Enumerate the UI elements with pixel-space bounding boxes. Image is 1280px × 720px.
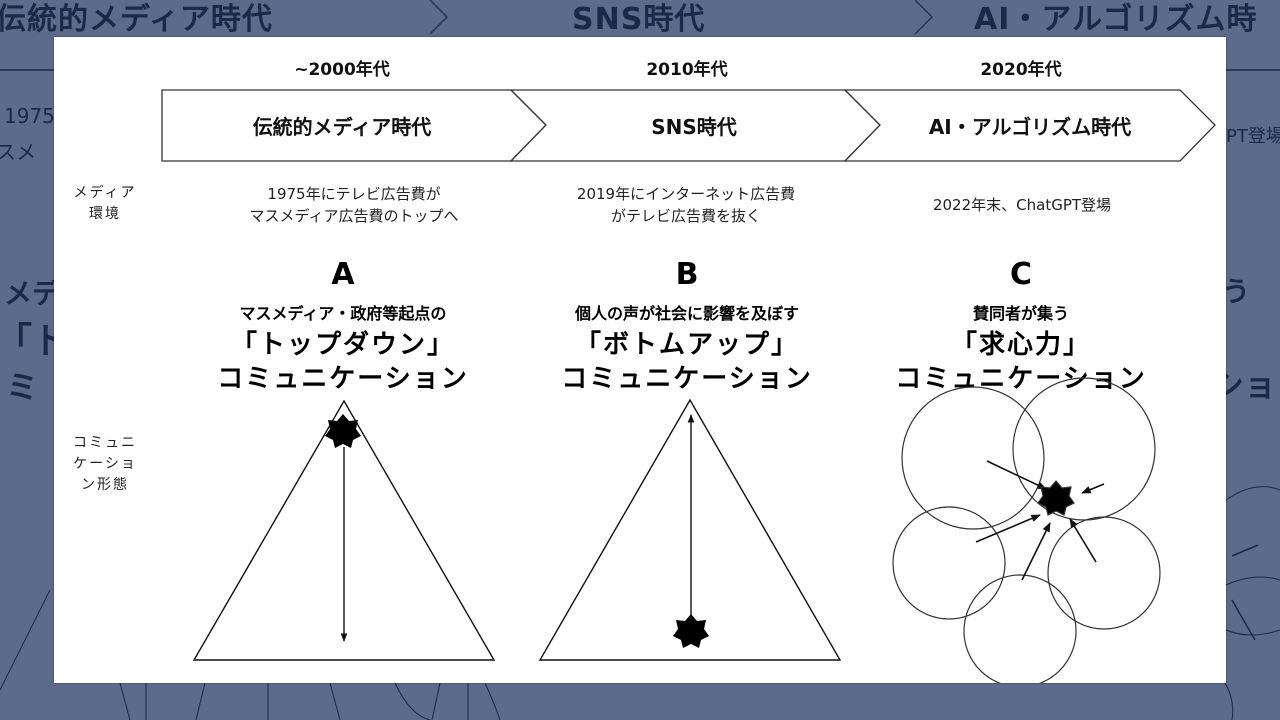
slide: ~2000年代 2010年代 2020年代 伝統的メディア時代 SNS時代 AI… — [54, 37, 1226, 683]
era-label-sns: SNS時代 — [651, 114, 737, 139]
star-icon — [673, 614, 709, 648]
row-label-line: ケーショ — [73, 456, 137, 472]
bg-fragment: う — [1222, 275, 1251, 308]
era-year-2020s: 2020年代 — [980, 60, 1062, 80]
bg-fragment: ミ — [6, 368, 39, 406]
bg-title-traditional: 伝統的メディア時代 — [0, 2, 273, 37]
bg-fragment: スメ — [0, 140, 36, 164]
row-label-comm-form: コミュニ ケーショ ン形態 — [60, 433, 150, 496]
env-line: 1975年にテレビ広告費が — [267, 185, 441, 203]
bg-fragment: PT登場 — [1226, 126, 1280, 147]
env-text-sns: 2019年にインターネット広告費 がテレビ広告費を抜く — [536, 183, 836, 227]
era-label-traditional-media: 伝統的メディア時代 — [252, 114, 432, 139]
type-a-letter: A — [331, 257, 355, 292]
row-label-line: ン形態 — [81, 477, 129, 493]
type-c-title: 「求心力」 — [950, 330, 1091, 360]
env-text-traditional: 1975年にテレビ広告費が マスメディア広告費のトップへ — [204, 183, 504, 227]
bg-title-sns: SNS時代 — [572, 2, 706, 37]
type-a-subtitle: マスメディア・政府等起点の — [239, 304, 447, 323]
env-text-ai: 2022年末、ChatGPT登場 — [872, 194, 1172, 216]
row-label-line: メディア — [73, 185, 137, 201]
era-year-2000s: ~2000年代 — [294, 60, 390, 80]
communication-diagrams — [192, 377, 1161, 683]
timeline-chevrons — [161, 89, 1216, 162]
env-line: マスメディア広告費のトップへ — [249, 207, 459, 225]
type-c-subtitle: 賛同者が集う — [972, 304, 1069, 323]
row-label-line: 環境 — [89, 206, 121, 222]
diagram-bottom-up — [538, 398, 842, 661]
env-line: 2019年にインターネット広告費 — [576, 185, 796, 203]
type-b-title: 「ボトムアップ」 — [574, 330, 799, 360]
diagram-centripetal — [892, 377, 1161, 683]
bg-fragment: 1975 — [4, 104, 55, 128]
type-a-title: 「トップダウン」 — [230, 330, 455, 360]
type-b-subtitle: 個人の声が社会に影響を及ぼす — [574, 304, 799, 323]
era-label-ai-algorithm: AI・アルゴリズム時代 — [928, 114, 1132, 139]
type-b-letter: B — [675, 257, 699, 292]
era-year-2010s: 2010年代 — [646, 60, 728, 80]
star-icon — [1037, 480, 1075, 516]
row-label-line: コミュニ — [73, 435, 137, 451]
type-c-communication: コミュニケーション — [895, 364, 1147, 394]
star-icon — [325, 414, 361, 448]
env-line: がテレビ広告費を抜く — [610, 207, 761, 225]
env-line: 2022年末、ChatGPT登場 — [932, 196, 1112, 214]
bg-fragment: メデ — [4, 277, 61, 310]
type-c-letter: C — [1009, 257, 1033, 292]
bg-title-ai: AI・アルゴリズム時 — [974, 2, 1258, 37]
diagram-top-down — [192, 399, 496, 661]
type-a-communication: コミュニケーション — [217, 364, 469, 394]
row-label-media-env: メディア 環境 — [60, 183, 150, 225]
type-b-communication: コミュニケーション — [561, 364, 813, 394]
